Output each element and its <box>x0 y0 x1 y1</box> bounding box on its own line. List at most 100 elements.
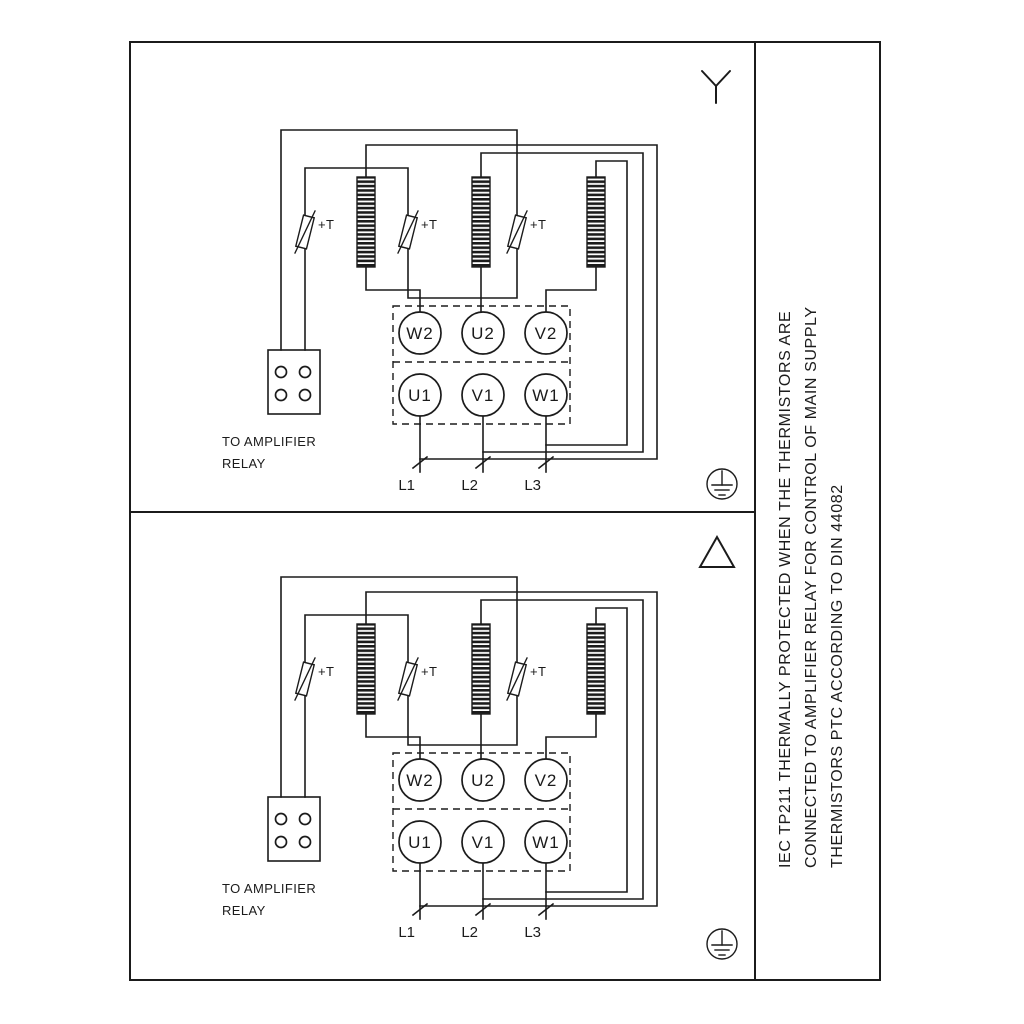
wiring-harness <box>280 129 658 473</box>
thermistor-chain-wire <box>407 247 518 299</box>
supply-label-L3: L3 <box>524 924 541 941</box>
relay-connector-box <box>267 796 321 862</box>
delta-symbol <box>698 534 736 568</box>
winding-terminal-wire <box>545 713 597 760</box>
winding-terminal-wire <box>365 266 421 313</box>
panel-delta: +T +T +T TO AMPLIFIER RELAY <box>222 576 658 941</box>
thermistor-chain-wire <box>280 576 518 798</box>
thermistor-symbol <box>294 210 316 254</box>
relay-connector-hole <box>274 835 288 849</box>
terminal-V1 <box>461 820 505 864</box>
terminal-label: U1 <box>408 833 432 852</box>
thermistor-chain-wire <box>304 614 409 664</box>
relay-connector-hole <box>298 388 312 402</box>
diagram-frame <box>129 41 881 981</box>
thermistor-chain-wire <box>280 129 518 351</box>
supply-label-L1: L1 <box>398 924 415 941</box>
winding-coil <box>586 623 606 715</box>
terminal-W2 <box>398 758 442 802</box>
relay-connector-hole <box>274 388 288 402</box>
winding-return-wire <box>365 591 658 907</box>
amplifier-relay-connector: TO AMPLIFIER RELAY <box>222 349 321 471</box>
terminal-board-outline <box>392 305 571 425</box>
winding-terminal-wire <box>365 713 421 760</box>
relay-connector-hole <box>298 365 312 379</box>
winding-coil <box>356 623 376 715</box>
supply-tick <box>411 455 429 470</box>
terminal-U2 <box>461 311 505 355</box>
supply-tick <box>537 902 555 917</box>
thermistor-label: +T <box>421 664 437 679</box>
terminal-label: V1 <box>472 833 495 852</box>
supply-tick <box>474 902 492 917</box>
thermistor-label: +T <box>530 664 546 679</box>
supply-label-L2: L2 <box>461 924 478 941</box>
terminal-V2 <box>524 311 568 355</box>
terminal-U1 <box>398 820 442 864</box>
terminal-board-outline <box>392 752 571 872</box>
thermistor-symbol <box>506 657 528 701</box>
relay-caption-line2: RELAY <box>222 903 266 918</box>
supply-labels: L1 L2 L3 <box>398 924 541 941</box>
thermistor-chain-wire <box>304 167 409 217</box>
relay-connector-hole <box>274 812 288 826</box>
supply-labels: L1 L2 L3 <box>398 477 541 494</box>
terminal-label: U1 <box>408 386 432 405</box>
supply-label-L2: L2 <box>461 477 478 494</box>
terminal-label: W1 <box>532 833 560 852</box>
thermistors: +T +T +T <box>294 657 546 701</box>
winding-return-wire <box>545 607 628 893</box>
motor-windings <box>356 176 606 268</box>
winding-coil <box>586 176 606 268</box>
thermistor-symbol <box>397 210 419 254</box>
winding-coil <box>356 176 376 268</box>
winding-return-wire <box>480 599 644 900</box>
terminal-U1 <box>398 373 442 417</box>
thermistor-label: +T <box>421 217 437 232</box>
thermistor-label: +T <box>318 217 334 232</box>
supply-tick <box>474 455 492 470</box>
terminal-W1 <box>524 820 568 864</box>
amplifier-relay-connector: TO AMPLIFIER RELAY <box>222 796 321 918</box>
relay-connector-hole <box>298 812 312 826</box>
side-note-line: CONNECTED TO AMPLIFIER RELAY FOR CONTROL… <box>803 306 820 868</box>
side-note: IEC TP211 THERMALLY PROTECTED WHEN THE T… <box>777 306 846 868</box>
relay-connector-hole <box>298 835 312 849</box>
relay-caption-line1: TO AMPLIFIER <box>222 434 316 449</box>
supply-label-L3: L3 <box>524 477 541 494</box>
star-symbol <box>701 70 731 104</box>
ground-symbol <box>706 468 738 500</box>
wiring-harness <box>280 576 658 920</box>
relay-connector-hole <box>274 365 288 379</box>
side-note-line: THERMISTORS PTC ACCORDING TO DIN 44082 <box>829 484 846 868</box>
thermistor-symbol <box>397 657 419 701</box>
thermistor-symbol <box>506 210 528 254</box>
thermistor-chain-wire <box>407 694 518 746</box>
terminal-label: U2 <box>471 324 495 343</box>
terminal-label: V2 <box>535 771 558 790</box>
thermistor-label: +T <box>318 664 334 679</box>
winding-return-wire <box>365 144 658 460</box>
supply-tick <box>537 455 555 470</box>
winding-return-wire <box>545 160 628 446</box>
thermistor-label: +T <box>530 217 546 232</box>
terminal-board: W2 U2 V2 U1 V1 W1 <box>392 305 571 425</box>
terminal-U2 <box>461 758 505 802</box>
relay-caption-line1: TO AMPLIFIER <box>222 881 316 896</box>
terminal-label: W1 <box>532 386 560 405</box>
terminal-W2 <box>398 311 442 355</box>
relay-connector-box <box>267 349 321 415</box>
motor-windings <box>356 623 606 715</box>
winding-coil <box>471 623 491 715</box>
winding-return-wire <box>480 152 644 453</box>
side-note-line: IEC TP211 THERMALLY PROTECTED WHEN THE T… <box>777 311 794 868</box>
thermistors: +T +T +T <box>294 210 546 254</box>
winding-terminal-wire <box>545 266 597 313</box>
terminal-label: V2 <box>535 324 558 343</box>
thermistor-symbol <box>294 657 316 701</box>
terminal-V2 <box>524 758 568 802</box>
terminal-label: W2 <box>406 771 434 790</box>
supply-label-L1: L1 <box>398 477 415 494</box>
terminal-label: W2 <box>406 324 434 343</box>
